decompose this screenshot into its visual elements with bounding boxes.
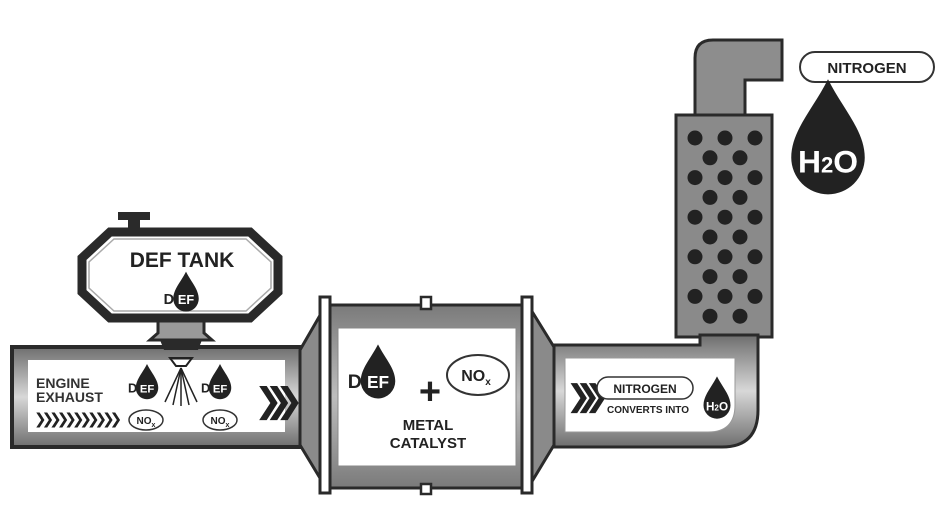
muffler-hole bbox=[717, 288, 733, 304]
output-products: NITROGEN H2O bbox=[791, 51, 935, 195]
flow-arrows-icon: ❯❯❯❯❯❯❯❯❯❯❯ bbox=[34, 411, 121, 428]
muffler-hole bbox=[732, 229, 748, 245]
nox-cloud: NOx bbox=[128, 409, 164, 431]
muffler-hole bbox=[702, 229, 718, 245]
svg-text:D: D bbox=[348, 371, 362, 393]
muffler-hole bbox=[717, 170, 733, 186]
svg-text:EF: EF bbox=[178, 292, 195, 307]
muffler-hole bbox=[747, 209, 763, 225]
muffler bbox=[674, 113, 774, 339]
spray-icon bbox=[164, 367, 198, 406]
nitrogen-cloud: NITROGEN bbox=[799, 51, 935, 83]
catalyst-content: D EF + NOx METAL CATALYST bbox=[348, 344, 510, 452]
muffler-hole bbox=[747, 130, 763, 146]
engine-label: ENGINE bbox=[36, 375, 90, 391]
muffler-hole bbox=[732, 150, 748, 166]
def-logo: D EF bbox=[348, 344, 396, 399]
muffler-hole bbox=[747, 249, 763, 265]
def-logo: D EF bbox=[128, 364, 159, 400]
svg-text:EF: EF bbox=[367, 372, 389, 392]
svg-text:NOx: NOx bbox=[137, 416, 156, 429]
muffler-hole bbox=[732, 269, 748, 285]
muffler-hole bbox=[717, 249, 733, 265]
muffler-hole bbox=[687, 130, 703, 146]
metal-label: METAL bbox=[403, 417, 454, 434]
muffler-hole bbox=[747, 170, 763, 186]
nox-cloud: NOx bbox=[446, 354, 510, 396]
svg-text:NITROGEN: NITROGEN bbox=[613, 382, 676, 396]
def-logo: D EF bbox=[164, 271, 199, 312]
svg-text:D: D bbox=[164, 292, 174, 308]
muffler-hole bbox=[732, 189, 748, 205]
svg-text:H2O: H2O bbox=[706, 401, 728, 414]
muffler-hole bbox=[687, 249, 703, 265]
muffler-hole bbox=[687, 170, 703, 186]
nox-cloud: NOx bbox=[202, 409, 238, 431]
muffler-hole bbox=[702, 269, 718, 285]
svg-text:EF: EF bbox=[140, 384, 155, 396]
plus-icon: + bbox=[419, 371, 441, 413]
muffler-hole bbox=[717, 130, 733, 146]
muffler-hole bbox=[687, 209, 703, 225]
h2o-drop: H2O bbox=[703, 376, 731, 419]
catalyst-label: CATALYST bbox=[390, 435, 466, 452]
exhaust-stack bbox=[693, 38, 784, 117]
def-logo: D EF bbox=[201, 364, 232, 400]
muffler-hole bbox=[717, 209, 733, 225]
svg-text:EF: EF bbox=[213, 384, 228, 396]
svg-text:D: D bbox=[128, 381, 137, 396]
muffler-hole bbox=[732, 308, 748, 324]
muffler-hole bbox=[702, 189, 718, 205]
svg-text:NOx: NOx bbox=[461, 368, 491, 388]
def-tank-label: DEF TANK bbox=[130, 249, 235, 272]
h2o-drop: H2O bbox=[791, 79, 865, 195]
nitrogen-cloud: NITROGEN bbox=[596, 376, 694, 400]
muffler-hole bbox=[687, 288, 703, 304]
converts-into-label: CONVERTS INTO bbox=[607, 405, 689, 416]
muffler-hole bbox=[702, 150, 718, 166]
inlet-pipe bbox=[10, 345, 304, 449]
catalytic-converter bbox=[318, 295, 534, 496]
svg-text:H2O: H2O bbox=[798, 143, 858, 179]
svg-text:D: D bbox=[201, 381, 210, 396]
muffler-hole bbox=[747, 288, 763, 304]
svg-text:NOx: NOx bbox=[211, 416, 230, 429]
muffler-hole bbox=[702, 308, 718, 324]
exhaust-label: EXHAUST bbox=[36, 389, 103, 405]
def-tank: DEF TANK D EF bbox=[77, 212, 283, 406]
svg-text:NITROGEN: NITROGEN bbox=[827, 60, 906, 77]
injector-nozzle-icon bbox=[168, 357, 194, 367]
